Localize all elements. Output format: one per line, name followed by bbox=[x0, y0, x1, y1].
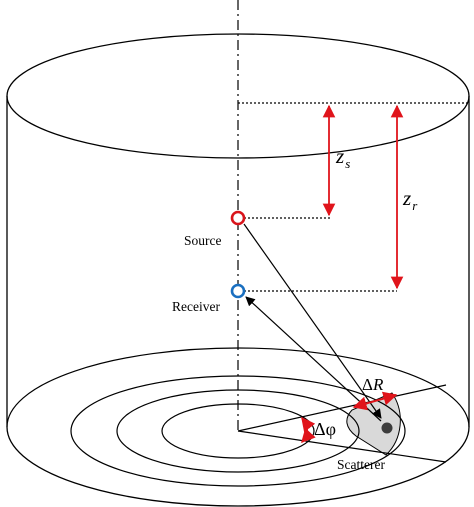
delta-phi-arc bbox=[301, 416, 316, 444]
sector-line-upper bbox=[237, 384, 447, 432]
range-ring-2 bbox=[116, 389, 360, 473]
zr-label: zr bbox=[402, 186, 418, 213]
top-ellipse bbox=[6, 33, 470, 159]
bottom-ellipse bbox=[6, 426, 470, 507]
source-marker bbox=[230, 210, 246, 226]
source-label: Source bbox=[184, 233, 222, 248]
receiver-label: Receiver bbox=[172, 299, 220, 314]
scatterer-label: Scatterer bbox=[337, 457, 385, 472]
scatterer-to-receiver-path bbox=[245, 296, 382, 422]
sector-line-lower bbox=[237, 430, 447, 463]
zs-label: zs bbox=[335, 144, 350, 171]
scatterer-point bbox=[381, 422, 393, 434]
source-to-scatterer-path bbox=[243, 223, 382, 419]
delta-phi-label: Δφ bbox=[314, 419, 336, 439]
range-ring-3 bbox=[70, 375, 406, 487]
delta-r-arrow bbox=[352, 391, 398, 411]
delta-r-label: ΔR bbox=[362, 375, 384, 394]
receiver-marker bbox=[230, 283, 246, 299]
